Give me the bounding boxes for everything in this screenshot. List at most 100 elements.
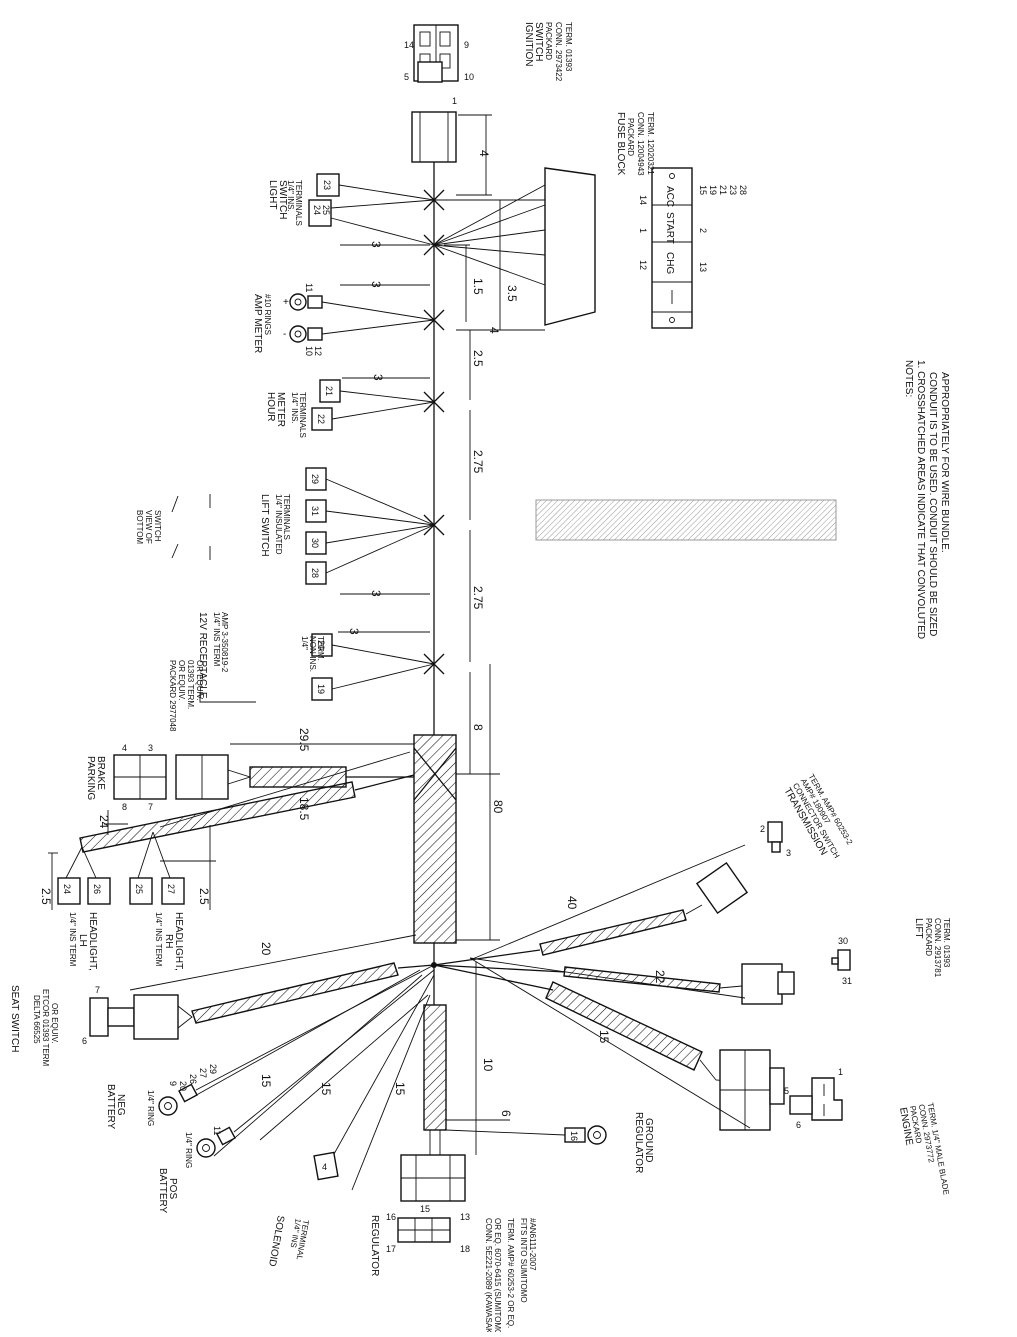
redacted-bar — [535, 499, 837, 541]
lift-branch — [433, 963, 795, 1005]
dim-15d: 15 — [393, 1082, 407, 1096]
headlight-rh-term: 1/4" INS TERM — [154, 912, 163, 967]
battery-neg-subtitle: NEG — [115, 1094, 126, 1116]
bottom-view-line1: BOTTOM — [135, 510, 144, 544]
ignition-switch-subtitle: SWITCH — [533, 22, 544, 61]
lift-switch-label: LIFT SWITCH 1/4" INSULATED TERMINALS — [259, 494, 291, 557]
seat-switch-pin-6: 6 — [82, 1036, 87, 1046]
dim-3b: 3 — [369, 281, 383, 288]
receptacle-pin-20: 20 — [316, 640, 326, 650]
fuse-pin-13: 13 — [698, 262, 708, 272]
headlight-rh-label: 1/4" INS TERM RH HEADLIGHT, — [154, 912, 184, 971]
lift-switch-pin-31: 31 — [310, 506, 320, 516]
lift-switch-pin-29: 29 — [310, 474, 320, 484]
dim-80: 80 — [491, 800, 505, 814]
ignition-switch-term: TERM. 01393 — [564, 22, 573, 72]
dim-3-5: 3.5 — [505, 285, 519, 302]
fuse-pin-1: 1 — [638, 228, 648, 233]
dim-8: 8 — [471, 724, 485, 731]
battery-neg-pin-26: 26 — [188, 1074, 198, 1084]
ignition-switch-label: IGNITION SWITCH PACKARD CONN. 2973422 TE… — [523, 22, 573, 82]
transmission-branch — [433, 861, 749, 966]
seat-switch-label: SEAT SWITCH DELTA 66525 ETCOR 01393 TERM… — [9, 985, 59, 1067]
regulator-spec-label: CONN. 5E221-2089 (KAWASAKI) OR EQ. 6070-… — [484, 1218, 537, 1337]
parking-brake-p3: 01393 TERM. — [186, 660, 195, 709]
parking-brake-p2: OR EQUIV. — [177, 660, 186, 701]
regulator-fits1: FITS INTO SUMITOMO — [519, 1218, 528, 1303]
dim-15b: 15 — [259, 1074, 273, 1088]
regulator-term: TERM. AMP# 60253-2 OR EQ. — [506, 1218, 515, 1328]
ignition-switch: 14 9 5 10 1 — [404, 24, 474, 106]
dim-2-5c: 2.5 — [197, 888, 211, 905]
parking-brake-pin-8: 8 — [122, 802, 127, 812]
lift-switch-title: LIFT SWITCH — [259, 494, 270, 557]
dim-15c: 15 — [319, 1082, 333, 1096]
dim-2-5b: 2.5 — [39, 888, 53, 905]
dim-29-5: 29.5 — [297, 728, 311, 752]
amp-meter-title: AMP METER — [252, 294, 263, 353]
hour-meter-term1: 1/4" INS. — [290, 392, 299, 424]
seat-switch-pin-7: 7 — [95, 985, 100, 995]
notes-block: NOTES: 1. CROSSHATCHED AREAS INDICATE TH… — [903, 360, 950, 639]
dim-3c: 3 — [371, 374, 385, 381]
fuse-pin-23: 23 — [728, 185, 738, 195]
lift-term: TERM. 01393 — [942, 918, 951, 968]
light-switch-title: LIGHT — [267, 180, 278, 209]
parking-brake-p4: OR EQUIV. — [195, 660, 204, 701]
parking-brake-pin-4: 4 — [122, 743, 127, 753]
lift-switch-term2: TERMINALS — [282, 494, 291, 540]
fuse-pin-21: 21 — [718, 185, 728, 195]
receptacle-non3: TERM. — [316, 636, 325, 661]
dim-10: 10 — [481, 1058, 495, 1072]
light-switch-subtitle: SWITCH — [277, 180, 288, 219]
dim-2-75b: 2.75 — [471, 586, 485, 610]
amp-meter-rings: #10 RINGS — [263, 294, 272, 335]
parking-brake-label: PARKING BRAKE — [85, 756, 106, 800]
twelve-volt-receptacle: 20 19 — [199, 633, 435, 703]
amp-meter-label: AMP METER #10 RINGS — [252, 294, 272, 353]
headlight-lh-title: HEADLIGHT, — [87, 912, 98, 971]
lift-conn: CONN. 2913781 — [933, 918, 942, 978]
battery-neg-title: BATTERY — [105, 1084, 116, 1130]
headlight-branch: 24 26 25 27 — [57, 774, 415, 905]
hour-meter-pin-22: 22 — [316, 414, 326, 424]
dim-4: 4 — [477, 150, 491, 157]
parking-brake-pin-3: 3 — [148, 743, 153, 753]
dim-1-5: 1.5 — [471, 278, 485, 295]
regulator-conn2: OR EQ. 6070-6415 (SUMITOMO) — [493, 1218, 502, 1332]
dim-18-5: 18.5 — [297, 797, 311, 821]
seat-switch: 7 6 — [82, 962, 435, 1046]
fuse-label-acc: ACC — [664, 186, 675, 207]
fuse-pin-2: 2 — [698, 228, 708, 233]
regulator-conn1: CONN. 5E221-2089 (KAWASAKI) — [484, 1218, 493, 1332]
fuse-label-start: START — [664, 212, 675, 244]
solenoid-label: SOLENOID 1/4" INS TERMINAL — [266, 1214, 310, 1267]
regulator-pin-15: 15 — [420, 1204, 430, 1214]
battery-pos-subtitle: POS — [167, 1178, 178, 1199]
amp-meter-minus: - — [283, 329, 286, 340]
parking-brake-pin-7: 7 — [148, 802, 153, 812]
battery-neg-pin-9: 9 — [168, 1081, 178, 1086]
bottom-view-line3: SWITCH — [153, 510, 162, 542]
hour-meter-subtitle: METER — [275, 392, 286, 427]
seat-switch-line2: ETCOR 01393 TERM — [41, 989, 50, 1067]
fuse-block-term: TERM. 12020321 — [646, 112, 655, 175]
regulator-pin-16: 16 — [386, 1212, 396, 1222]
parking-brake-p1: PACKARD 2977048 — [168, 660, 177, 732]
fuse-block-maker: PACKARD — [626, 118, 635, 156]
receptacle-term1: 1/4" INS TERM — [212, 612, 221, 667]
dimension-labels: 4 3 1.5 3.5 3 4 2.5 3 2.75 2.75 3 3 8 29… — [39, 150, 667, 1117]
battery-pos-ring: 1/4" RING — [184, 1132, 193, 1168]
amp-meter-pin-10: 10 — [304, 346, 314, 356]
transmission-pin-2: 2 — [760, 824, 765, 834]
dim-40: 40 — [565, 896, 579, 910]
bottom-view-line2: VIEW OF — [144, 510, 153, 544]
light-switch-label: 1/4" INS. TERMINALS LIGHT SWITCH — [267, 180, 303, 226]
engine-pin-6: 6 — [796, 1120, 801, 1130]
engine-pin-5: 5 — [784, 1086, 789, 1096]
light-switch-pin-25: 25 — [321, 205, 331, 215]
ignition-switch-conn: CONN. 2973422 — [554, 22, 563, 82]
engine-connector: 1 5 6 — [784, 1067, 843, 1130]
headlight-lh-side: LH — [77, 934, 88, 947]
parking-brake-packard-label: PACKARD 2977048 OR EQUIV. 01393 TERM. OR… — [168, 660, 204, 732]
